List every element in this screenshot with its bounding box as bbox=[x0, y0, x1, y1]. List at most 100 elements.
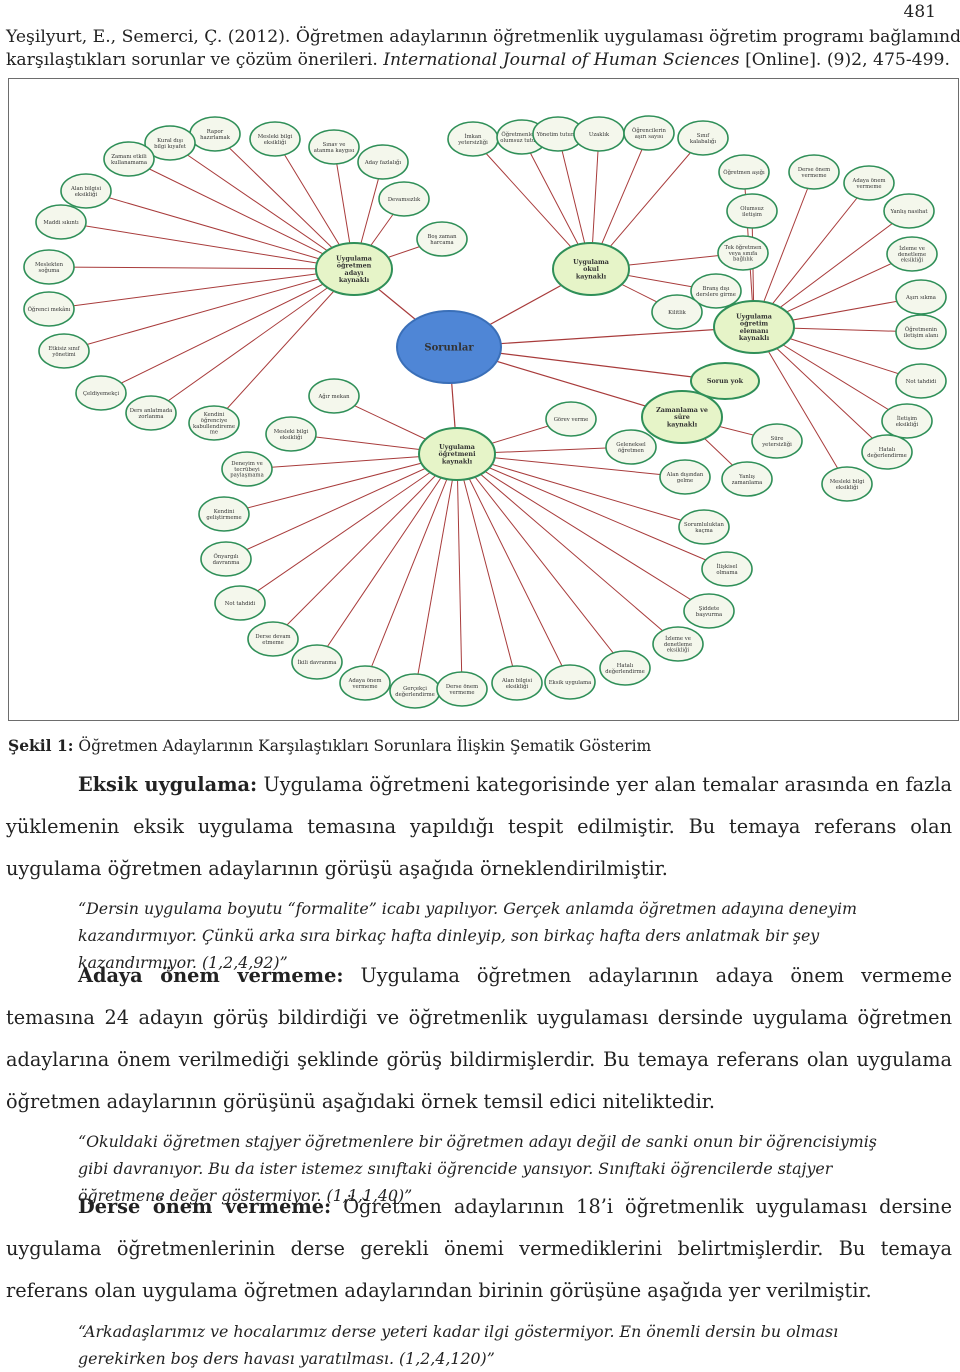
map-node bbox=[247, 621, 299, 657]
map-node bbox=[605, 429, 657, 465]
section-body: Uygulama öğretmeni kategorisinde yer ala… bbox=[6, 773, 952, 880]
map-link bbox=[753, 326, 848, 485]
figure-caption: Şekil 1: Öğretmen Adaylarının Karşılaştı… bbox=[8, 736, 651, 755]
map-link bbox=[456, 453, 518, 684]
map-node-label: Görev verme bbox=[554, 417, 589, 423]
map-hub bbox=[315, 242, 393, 296]
map-hub bbox=[552, 242, 630, 296]
paragraph-adaya-onem: Adaya önem vermeme: Uygulama öğretmen ad… bbox=[6, 955, 952, 1123]
map-link bbox=[223, 453, 458, 515]
map-node bbox=[718, 154, 770, 190]
figure-label: Şekil 1: bbox=[8, 736, 74, 755]
map-node bbox=[717, 235, 769, 271]
map-node bbox=[308, 378, 360, 414]
map-node-label: Yönetim tutumu bbox=[536, 132, 580, 138]
map-node bbox=[821, 466, 873, 502]
journal-name: International Journal of Human Sciences bbox=[383, 50, 740, 70]
map-node-label: Aday fazlalığı bbox=[364, 159, 402, 166]
section-term: Derse önem vermeme: bbox=[78, 1195, 332, 1218]
map-node bbox=[544, 664, 596, 700]
map-node bbox=[23, 291, 75, 327]
map-node bbox=[436, 671, 488, 707]
map-link bbox=[456, 453, 463, 690]
map-link bbox=[456, 453, 705, 528]
map-link bbox=[753, 182, 870, 328]
map-node-label: Kilitlik bbox=[668, 310, 687, 316]
map-node bbox=[357, 144, 409, 180]
map-node bbox=[188, 405, 240, 441]
map-node-label: Uzaklık bbox=[589, 132, 610, 138]
map-node bbox=[652, 626, 704, 662]
map-link bbox=[456, 453, 626, 669]
map-node bbox=[886, 236, 938, 272]
map-node bbox=[677, 120, 729, 156]
map-node-label: Eksik uygulama bbox=[549, 680, 592, 686]
map-link bbox=[414, 453, 458, 692]
map-link bbox=[456, 453, 571, 683]
paragraph-derse-onem: Derse önem vermeme: Öğretmen adaylarının… bbox=[6, 1186, 952, 1312]
map-link bbox=[272, 453, 458, 640]
map-node bbox=[416, 221, 468, 257]
map-node bbox=[659, 459, 711, 495]
map-node-label: Öğretmen aşığı bbox=[723, 169, 765, 176]
map-link bbox=[364, 453, 458, 684]
map-link bbox=[60, 221, 355, 270]
map-node-label: Not tahdidi bbox=[906, 379, 937, 385]
map-hub bbox=[713, 300, 795, 354]
citation-header: Yeşilyurt, E., Semerci, Ç. (2012). Öğret… bbox=[6, 26, 960, 72]
map-node bbox=[60, 173, 112, 209]
map-hub-label: Sorun yok bbox=[707, 377, 744, 385]
map-node bbox=[895, 314, 947, 350]
map-node bbox=[198, 496, 250, 532]
map-node-label: Ağır mekan bbox=[317, 393, 350, 400]
map-node bbox=[623, 115, 675, 151]
map-node-label: Yanlış nasihat bbox=[889, 209, 928, 215]
map-link bbox=[239, 453, 458, 604]
map-node bbox=[883, 193, 935, 229]
map-node-label: Çeldiyemekçi bbox=[83, 391, 119, 397]
map-node bbox=[895, 363, 947, 399]
map-link bbox=[316, 453, 458, 663]
map-node bbox=[683, 593, 735, 629]
map-link bbox=[456, 453, 710, 612]
map-node bbox=[23, 249, 75, 285]
map-center bbox=[396, 310, 502, 384]
map-link bbox=[214, 133, 355, 270]
map-link bbox=[225, 453, 458, 560]
map-node bbox=[125, 395, 177, 431]
section-term: Eksik uygulama: bbox=[78, 773, 258, 796]
map-node-label: Not tahdidi bbox=[225, 601, 256, 607]
map-link bbox=[169, 142, 355, 270]
map-link bbox=[456, 453, 679, 645]
quote-derse-onem: “Arkadaşlarımız ve hocalarımız derse yet… bbox=[78, 1322, 839, 1368]
map-node bbox=[38, 333, 90, 369]
map-node bbox=[726, 193, 778, 229]
map-node bbox=[35, 204, 87, 240]
